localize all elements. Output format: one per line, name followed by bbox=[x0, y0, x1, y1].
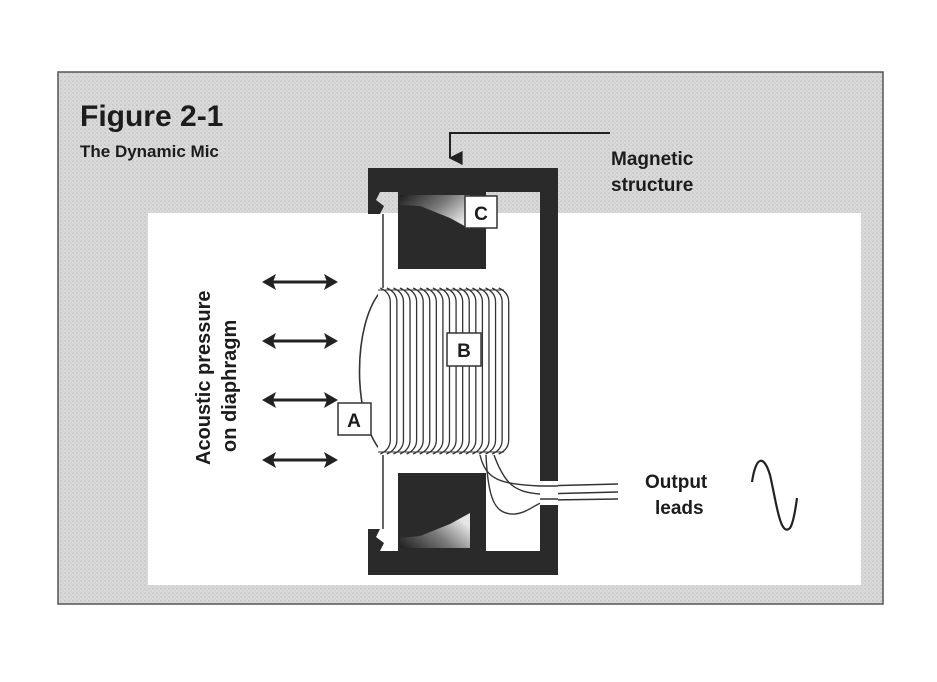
magnetic-structure-label-line2: structure bbox=[611, 175, 693, 196]
magnetic-pointer-arrow bbox=[448, 132, 610, 165]
double-headed-arrow-icon bbox=[262, 333, 338, 349]
coil-winding bbox=[478, 287, 490, 455]
coil-winding bbox=[393, 287, 405, 455]
coil-outline bbox=[378, 289, 504, 453]
lower-pole-piece bbox=[398, 473, 486, 551]
coil-winding bbox=[465, 287, 477, 455]
svg-text:C: C bbox=[474, 204, 488, 225]
svg-text:A: A bbox=[347, 411, 361, 432]
acoustic-pressure-label-line2: on diaphragm bbox=[219, 320, 241, 452]
coil-winding bbox=[491, 287, 503, 455]
callout-b: B bbox=[446, 332, 482, 367]
coil-winding bbox=[399, 287, 411, 455]
coil-winding bbox=[406, 287, 418, 455]
magnetic-structure bbox=[368, 168, 558, 575]
double-headed-arrow-icon bbox=[262, 452, 338, 468]
coil-winding bbox=[452, 287, 464, 455]
coil-winding bbox=[426, 287, 437, 455]
magnetic-structure-label-line1: Magnetic bbox=[611, 149, 694, 170]
double-headed-arrow-icon bbox=[262, 274, 338, 290]
coil-winding bbox=[386, 287, 398, 455]
coil-winding bbox=[380, 287, 391, 455]
coil-winding bbox=[412, 287, 424, 455]
output-lead-wires bbox=[479, 454, 619, 515]
sine-wave-icon bbox=[750, 459, 799, 531]
coil-winding bbox=[419, 287, 431, 455]
acoustic-pressure-label-line1: Acoustic pressure bbox=[193, 290, 215, 465]
output-leads-label-line2: leads bbox=[655, 498, 704, 519]
output-leads-label-line1: Output bbox=[645, 472, 708, 493]
svg-text:B: B bbox=[457, 341, 471, 362]
figure-title: Figure 2-1 bbox=[80, 100, 223, 133]
callout-c: C bbox=[464, 195, 498, 229]
coil-winding bbox=[472, 287, 484, 455]
figure-subtitle: The Dynamic Mic bbox=[80, 142, 219, 161]
double-headed-arrow-icon bbox=[262, 392, 338, 408]
callout-a: A bbox=[337, 402, 372, 436]
diaphragm bbox=[358, 289, 383, 453]
pressure-arrows bbox=[262, 274, 338, 468]
coil-winding bbox=[498, 287, 510, 455]
coil-winding bbox=[485, 287, 497, 455]
coil-winding bbox=[445, 287, 457, 455]
coil-winding bbox=[439, 287, 451, 455]
coil-winding bbox=[458, 287, 470, 455]
coil-winding bbox=[432, 287, 444, 455]
voice-coil bbox=[378, 287, 510, 455]
